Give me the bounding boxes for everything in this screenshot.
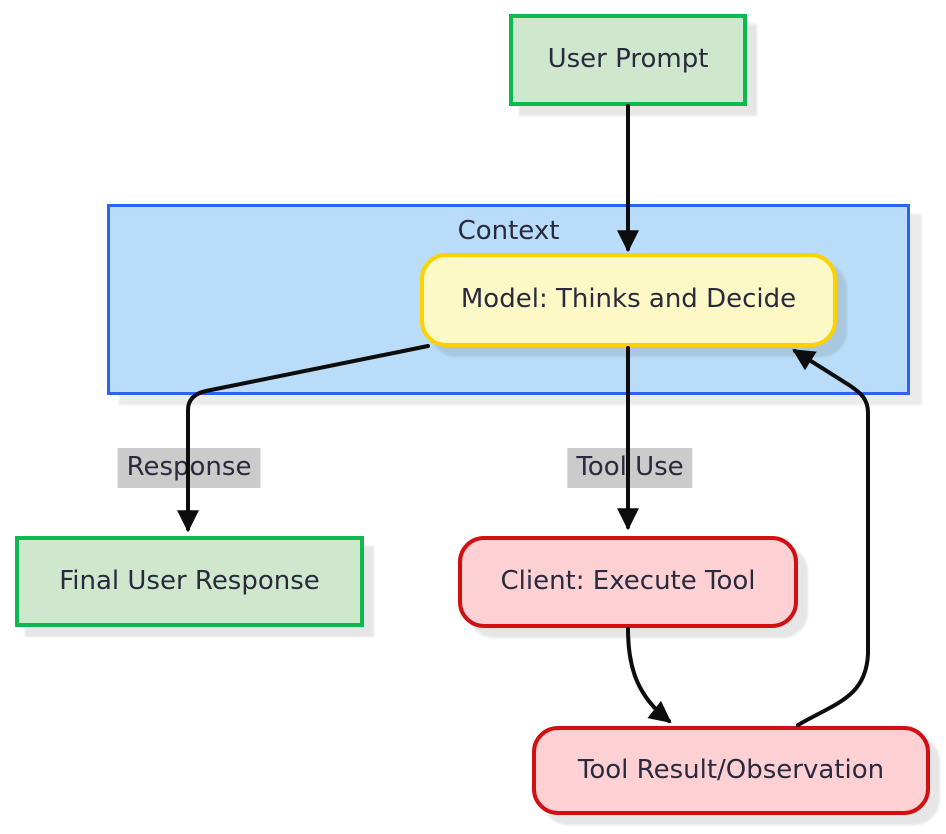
node-client-execute-tool-label: Client: Execute Tool	[500, 566, 756, 597]
node-user-prompt: User Prompt	[509, 14, 747, 106]
node-client-execute-tool: Client: Execute Tool	[458, 536, 798, 628]
node-final-user-response: Final User Response	[15, 536, 364, 627]
node-final-user-response-label: Final User Response	[59, 565, 320, 596]
node-tool-result-observation: Tool Result/Observation	[532, 726, 930, 815]
node-user-prompt-label: User Prompt	[547, 44, 709, 75]
context-container-label: Context	[457, 216, 560, 246]
node-model-label: Model: Thinks and Decide	[460, 284, 797, 315]
arrow-tool-result-to-model	[792, 349, 870, 727]
node-tool-result-observation-label: Tool Result/Observation	[577, 754, 885, 785]
arrow-client-to-tool-result	[626, 627, 672, 724]
edge-label-tool-use: Tool Use	[567, 448, 693, 488]
node-model: Model: Thinks and Decide	[420, 253, 837, 347]
edge-label-response: Response	[117, 448, 261, 488]
